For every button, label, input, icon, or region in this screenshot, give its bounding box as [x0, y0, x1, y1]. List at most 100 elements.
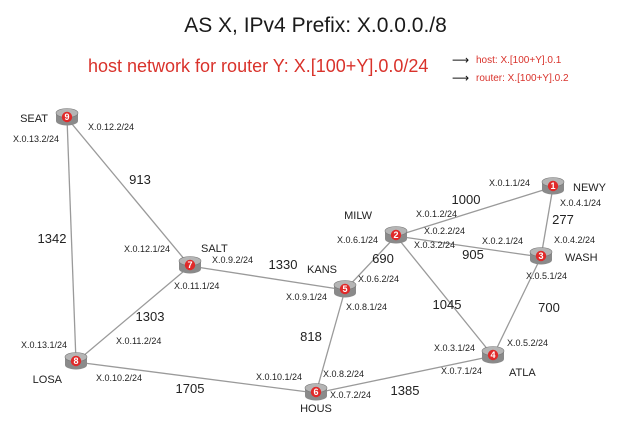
- interface-label: X.0.8.2/24: [323, 369, 364, 379]
- interface-label: X.0.6.1/24: [337, 235, 378, 245]
- router-number-badge: [70, 355, 82, 367]
- router-name: KANS: [307, 264, 337, 276]
- router-names-layer: NEWY MILW WASH ATLA KANS HOUS SALT LOSA SEAT: [20, 113, 607, 415]
- router-name: NEWY: [573, 182, 607, 194]
- router-number: 7: [187, 260, 192, 270]
- routers-layer: 1 2 3 4 5 6 7 8 9: [55, 108, 565, 401]
- interfaces-layer: X.0.13.2/24 X.0.12.2/24X.0.12.1/24X.0.9.2…: [13, 122, 601, 400]
- router-number-badge: [310, 386, 322, 398]
- router-8-icon[interactable]: 8: [64, 352, 88, 370]
- router-name: SEAT: [20, 113, 48, 125]
- link-9-8: [66, 117, 77, 363]
- router-note: router: X.[100+Y].0.2: [476, 73, 569, 84]
- arrow-right-icon: ⟶: [452, 53, 470, 67]
- links-layer: [66, 117, 554, 394]
- link-cost: 690: [372, 251, 394, 266]
- router-3-icon[interactable]: 3: [529, 247, 553, 265]
- interface-label: X.0.5.2/24: [507, 338, 548, 348]
- interface-label: X.0.4.1/24: [560, 198, 601, 208]
- link-8-6: [75, 361, 317, 394]
- router-number: 1: [550, 181, 555, 191]
- link-9-7: [66, 117, 191, 267]
- interface-label: X.0.9.2/24: [212, 255, 253, 265]
- router-number: 4: [490, 350, 495, 360]
- router-number-badge: [339, 283, 351, 295]
- interface-label: X.0.10.1/24: [256, 372, 302, 382]
- interface-label: X.0.13.2/24: [13, 134, 59, 144]
- link-cost: 1342: [38, 231, 67, 246]
- link-cost: 1330: [269, 257, 298, 272]
- link-cost: 905: [462, 247, 484, 262]
- interface-label: X.0.7.1/24: [441, 366, 482, 376]
- router-name: MILW: [344, 210, 373, 222]
- link-cost: 700: [538, 300, 560, 315]
- interface-label: X.0.11.1/24: [174, 281, 219, 291]
- diagram-title: AS X, IPv4 Prefix: X.0.0.0./8: [184, 14, 447, 37]
- link-cost: 1045: [433, 297, 462, 312]
- router-5-icon[interactable]: 5: [333, 280, 357, 298]
- router-number: 2: [393, 230, 398, 240]
- interface-label: X.0.5.1/24: [526, 271, 567, 281]
- router-number: 3: [538, 251, 543, 261]
- router-number: 6: [313, 387, 318, 397]
- interface-label: X.0.9.1/24: [286, 292, 327, 302]
- link-5-2: [344, 235, 397, 291]
- router-number: 5: [342, 284, 347, 294]
- interface-label: X.0.12.2/24: [88, 122, 134, 132]
- interface-label: X.0.12.1/24: [124, 244, 170, 254]
- interface-label: X.0.11.2/24: [116, 336, 161, 346]
- link-cost: 818: [300, 329, 322, 344]
- link-7-8: [75, 265, 191, 363]
- router-number-badge: [487, 349, 499, 361]
- diagram-subtitle: host network for router Y: X.[100+Y].0.0…: [88, 56, 429, 76]
- interface-label: X.0.3.1/24: [434, 343, 475, 353]
- interface-label: X.0.13.1/24: [21, 340, 67, 350]
- router-6-icon[interactable]: 6: [304, 383, 328, 401]
- router-2-icon[interactable]: 2: [384, 226, 408, 244]
- router-name: WASH: [565, 252, 598, 264]
- router-number: 9: [64, 112, 69, 122]
- router-number-badge: [535, 250, 547, 262]
- interface-label: X.0.2.1/24: [482, 236, 523, 246]
- costs-layer: 9131342133013031705818690100090510452777…: [38, 172, 574, 398]
- router-7-icon[interactable]: 7: [178, 256, 202, 274]
- interface-label: X.0.3.2/24: [414, 240, 455, 250]
- router-name: ATLA: [509, 367, 536, 379]
- interface-label: X.0.1.2/24: [416, 209, 457, 219]
- router-number-badge: [390, 229, 402, 241]
- router-1-icon[interactable]: 1: [541, 177, 565, 195]
- router-number: 8: [73, 356, 78, 366]
- router-name: SALT: [201, 243, 228, 255]
- router-name: LOSA: [33, 374, 63, 386]
- link-2-3: [395, 235, 542, 258]
- link-1-3: [540, 186, 554, 258]
- host-note: host: X.[100+Y].0.1: [476, 55, 562, 66]
- link-3-4: [492, 256, 542, 357]
- router-9-icon[interactable]: 9: [55, 108, 79, 126]
- link-5-6: [315, 289, 346, 394]
- interface-label: X.0.8.1/24: [346, 302, 387, 312]
- interface-label: X.0.10.2/24: [96, 373, 142, 383]
- interface-label: X.0.2.2/24: [424, 226, 465, 236]
- router-number-badge: [184, 259, 196, 271]
- link-cost: 1705: [176, 381, 205, 396]
- link-7-5: [189, 265, 346, 291]
- interface-label: X.0.7.2/24: [330, 390, 371, 400]
- link-cost: 1000: [452, 192, 481, 207]
- link-cost: 1385: [391, 383, 420, 398]
- link-6-4: [315, 355, 494, 394]
- router-4-icon[interactable]: 4: [481, 346, 505, 364]
- link-2-4: [395, 235, 494, 357]
- link-cost: 913: [129, 172, 151, 187]
- router-number-badge: [547, 180, 559, 192]
- interface-label: X.0.4.2/24: [554, 235, 595, 245]
- arrow-right-icon: ⟶: [452, 71, 470, 85]
- interface-label: X.0.6.2/24: [358, 274, 399, 284]
- link-cost: 1303: [136, 309, 165, 324]
- link-2-1: [395, 186, 554, 237]
- link-cost: 277: [552, 212, 574, 227]
- interface-label: X.0.1.1/24: [489, 178, 530, 188]
- router-name: HOUS: [300, 403, 332, 415]
- router-number-badge: [61, 111, 73, 123]
